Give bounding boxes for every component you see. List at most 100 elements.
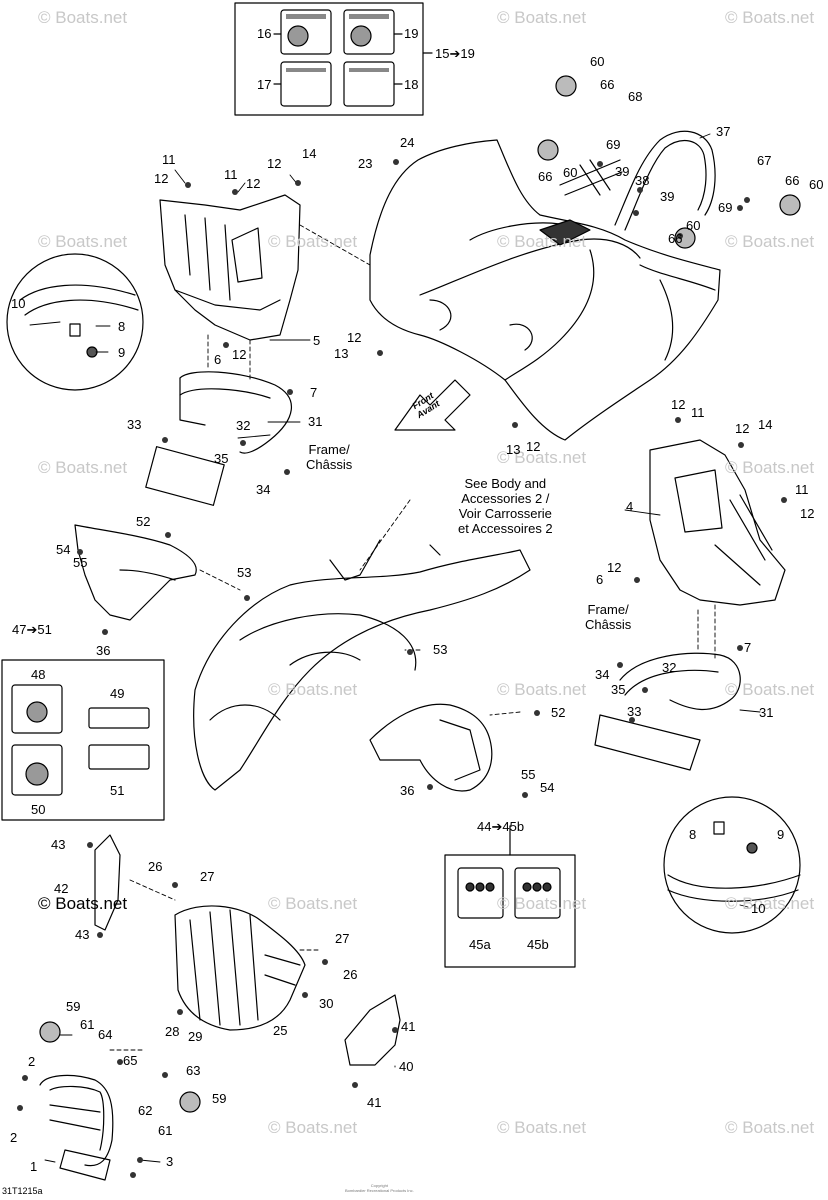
callout-12: 12: [154, 171, 169, 186]
callout-1: 1: [30, 1159, 38, 1174]
callout-12: 12: [347, 330, 362, 345]
callout-63: 63: [186, 1063, 201, 1078]
callout-66: 66: [600, 77, 615, 92]
callout-33: 33: [127, 417, 142, 432]
fasteners: [17, 159, 787, 1178]
callout-27: 27: [335, 931, 350, 946]
callout-7: 7: [744, 640, 752, 655]
vehicle-frame: [193, 539, 531, 791]
watermark: © Boats.net: [497, 680, 587, 699]
callout-45b: 45b: [527, 937, 549, 952]
watermark: © Boats.net: [725, 1118, 815, 1137]
callout-25: 25: [273, 1023, 288, 1038]
cap-60a: [555, 75, 577, 97]
front-right-fender: [369, 703, 493, 792]
callout-8: 8: [689, 827, 697, 842]
callout-69: 69: [718, 200, 733, 215]
callout-23: 23: [358, 156, 373, 171]
decal-set-15-19: [234, 2, 433, 116]
callout-35: 35: [611, 682, 626, 697]
watermark: © Boats.net: [268, 1118, 358, 1137]
callout-24: 24: [400, 135, 415, 150]
callout-11: 11: [795, 482, 809, 497]
callout-6: 6: [596, 572, 604, 587]
callout-12: 12: [526, 439, 541, 454]
callout-39: 39: [615, 164, 630, 179]
callout-41: 41: [401, 1019, 416, 1034]
callout-11: 11: [224, 167, 238, 182]
cover-40: [344, 994, 401, 1066]
callout-62: 62: [138, 1103, 153, 1118]
callout-30: 30: [319, 996, 334, 1011]
callout-66: 66: [538, 169, 553, 184]
watermark: © Boats.net: [725, 232, 815, 251]
note-frame-right: Frame/Châssis: [585, 602, 632, 632]
callout-68: 68: [628, 89, 643, 104]
watermark: © Boats.net: [497, 448, 587, 467]
cap-60b: [537, 139, 559, 161]
callout-51: 51: [110, 783, 125, 798]
watermark: © Boats.net: [725, 458, 815, 477]
callout-13: 13: [506, 442, 521, 457]
callout-19: 19: [404, 26, 419, 41]
callout-31: 31: [308, 414, 323, 429]
callout-9: 9: [118, 345, 126, 360]
callout-48: 48: [31, 667, 46, 682]
detail-circle-left: [6, 253, 144, 391]
callout-44-45b: 44➔45b: [477, 819, 525, 834]
callout-10: 10: [751, 901, 766, 916]
watermark: © Boats.net: [38, 232, 128, 251]
callout-50: 50: [31, 802, 46, 817]
decal-set-47-51: [1, 659, 165, 821]
watermark: © Boats.net: [268, 894, 358, 913]
callout-69: 69: [606, 137, 621, 152]
cap-59a: [39, 1021, 61, 1043]
callout-60: 60: [686, 218, 701, 233]
callout-2: 2: [28, 1054, 36, 1069]
callout-55: 55: [521, 767, 536, 782]
watermark: © Boats.net: [497, 894, 587, 913]
callout-4: 4: [626, 499, 634, 514]
note-frame-left: Frame/Châssis: [306, 442, 353, 472]
callout-52: 52: [136, 514, 151, 529]
callout-13: 13: [334, 346, 349, 361]
callout-12: 12: [607, 560, 622, 575]
callout-37: 37: [716, 124, 731, 139]
callout-14: 14: [302, 146, 317, 161]
rack-37: [559, 130, 716, 231]
callout-61: 61: [80, 1017, 95, 1032]
callout-6: 6: [214, 352, 222, 367]
cap-59b: [179, 1091, 201, 1113]
bracket-42: [94, 834, 121, 931]
watermark: © Boats.net: [38, 8, 128, 27]
footrest-bar-31-left: [145, 371, 292, 506]
callout-64: 64: [98, 1027, 113, 1042]
callout-31: 31: [759, 705, 774, 720]
callout-26: 26: [148, 859, 163, 874]
callout-49: 49: [110, 686, 125, 701]
callout-8: 8: [118, 319, 126, 334]
callout-14: 14: [758, 417, 773, 432]
callout-36: 36: [400, 783, 415, 798]
callout-54: 54: [540, 780, 555, 795]
callout-12: 12: [735, 421, 750, 436]
callout-12: 12: [232, 347, 247, 362]
callout-52: 52: [551, 705, 566, 720]
watermark: © Boats.net: [38, 458, 128, 477]
callout-55: 55: [73, 555, 88, 570]
callout-17: 17: [257, 77, 272, 92]
callout-34: 34: [256, 482, 271, 497]
callout-36: 36: [96, 643, 111, 658]
callout-66: 66: [785, 173, 800, 188]
detail-circle-right: [663, 796, 801, 934]
callout-12: 12: [267, 156, 282, 171]
callout-33: 33: [627, 704, 642, 719]
front-direction-arrow: [394, 379, 471, 431]
callout-66: 66: [668, 231, 683, 246]
callout-28: 28: [165, 1024, 180, 1039]
callout-10: 10: [11, 296, 26, 311]
callout-18: 18: [404, 77, 419, 92]
callout-60: 60: [809, 177, 824, 192]
